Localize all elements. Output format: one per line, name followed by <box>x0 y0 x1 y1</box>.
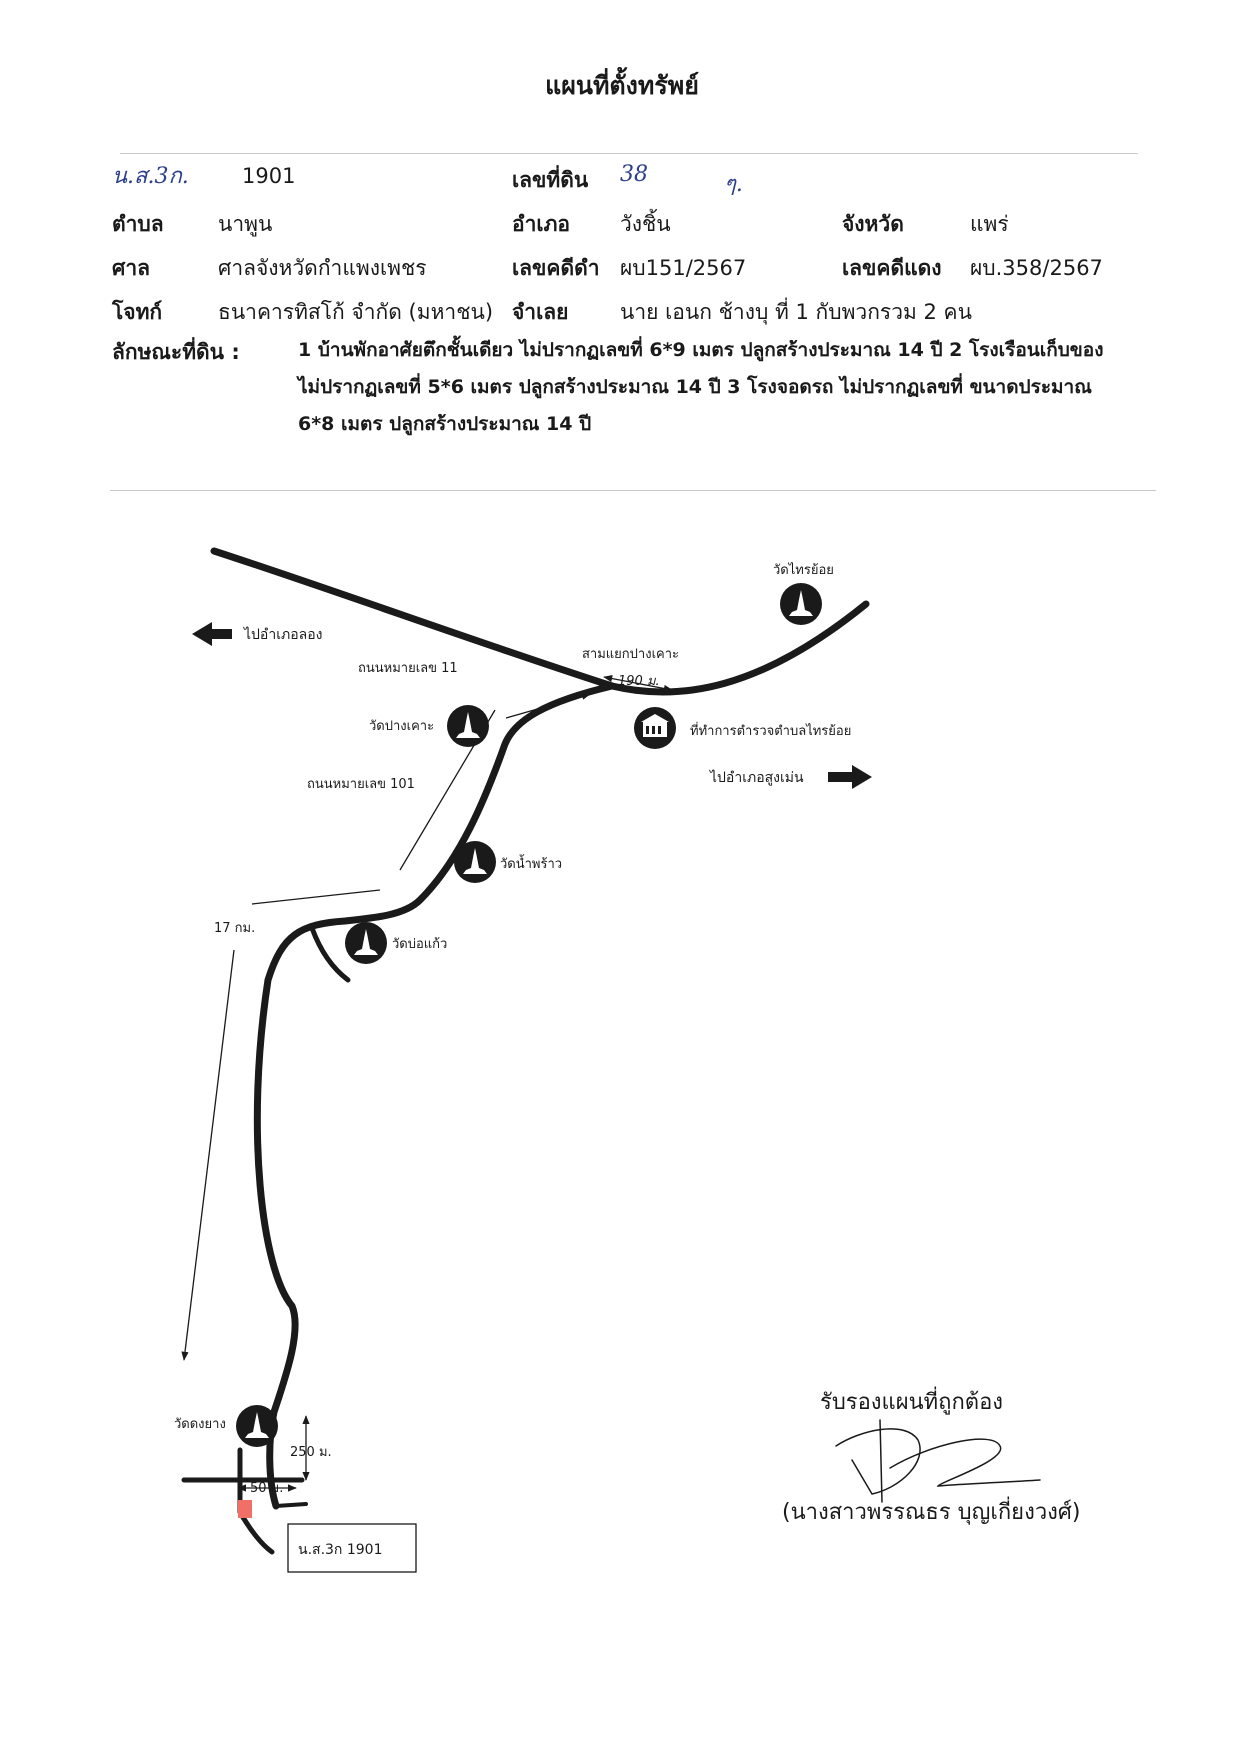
property-parcel-marker <box>238 1500 252 1518</box>
land-type-label: ลักษณะที่ดิน : <box>112 340 240 364</box>
to-sung-men-label: ไปอำเภอสูงเม่น <box>709 769 804 786</box>
police-station-label: ที่ทำการตำรวจตำบลไทรย้อย <box>690 722 851 739</box>
document-title: แผนที่ตั้งทรัพย์ <box>545 71 699 100</box>
dist-50-label: 50 ม. <box>250 1481 283 1496</box>
wat-dong-yang-label: วัดดงยาง <box>174 1417 226 1432</box>
lane-right <box>274 1502 308 1508</box>
junction-label: สามแยกปางเคาะ <box>582 647 679 662</box>
police-station-icon <box>634 707 676 749</box>
guide-17km-arrow <box>181 949 235 1361</box>
court-value: ศาลจังหวัดกำแพงเพชร <box>218 256 427 280</box>
wat-nam-phrao-label: วัดน้ำพร้าว <box>500 854 562 872</box>
plaintiff-value: ธนาคารทิสโก้ จำกัด (มหาชน) <box>218 300 494 324</box>
to-long-label: ไปอำเภอลอง <box>243 626 322 643</box>
black-case-label: เลขคดีดำ <box>512 256 600 280</box>
deed-handwritten: น.ส.3ก. <box>112 164 189 189</box>
wat-bo-kaeo-temple-icon <box>345 922 387 964</box>
parcel-label: น.ส.3ก 1901 <box>298 1542 382 1558</box>
header-bottom-rule <box>110 490 1156 491</box>
guide-17km-top <box>251 889 381 905</box>
wat-dong-yang-temple-icon <box>236 1405 278 1447</box>
deed-number: 1901 <box>242 164 296 188</box>
court-label: ศาล <box>112 256 150 280</box>
road-101-label: ถนนหมายเลข 101 <box>307 777 415 792</box>
side-road-bo-kaeo <box>309 925 351 983</box>
province-label: จังหวัด <box>842 212 904 236</box>
dim-190 <box>603 674 673 693</box>
tambon-label: ตำบล <box>112 212 164 236</box>
wat-pang-khao-label: วัดปางเคาะ <box>369 719 434 734</box>
arrow-right-icon <box>828 765 872 789</box>
tambon-value: นาพูน <box>218 212 273 236</box>
arrow-left-icon <box>192 622 232 646</box>
signature-mark <box>835 1419 1041 1503</box>
wat-sai-yoi-label: วัดไทรย้อย <box>773 562 834 578</box>
certifier-name: (นางสาวพรรณธร บุญเกี่ยงวงศ์) <box>782 1500 1081 1525</box>
certification-label: รับรองแผนที่ถูกต้อง <box>820 1390 1004 1415</box>
wat-pang-khao-temple-icon <box>447 705 489 747</box>
red-case-value: ผบ.358/2567 <box>970 256 1103 280</box>
defendant-value: นาย เอนก ช้างบุ ที่ 1 กับพวกรวม 2 คน <box>620 300 972 324</box>
parcel-label-box <box>287 1523 417 1573</box>
amphoe-value: วังชิ้น <box>620 212 671 236</box>
amphoe-label: อำเภอ <box>512 212 571 236</box>
dist-17km-label: 17 กม. <box>214 921 255 936</box>
wat-nam-phrao-temple-icon <box>454 841 496 883</box>
land-type-description: 1 บ้านพักอาศัยตึกชั้นเดียว ไม่ปรากฏเลขที… <box>298 339 1104 435</box>
guide-arrow-to-junction <box>505 692 591 719</box>
land-no-label: เลขที่ดิน <box>512 168 589 192</box>
land-no-value: 38 <box>620 162 648 187</box>
dist-190-label: 190 ม. <box>618 674 660 689</box>
road-11-label: ถนนหมายเลข 11 <box>358 661 458 676</box>
plaintiff-label: โจทก์ <box>112 300 163 324</box>
road-101 <box>253 682 616 1510</box>
road-11 <box>210 547 870 696</box>
red-case-label: เลขคดีแดง <box>842 256 942 280</box>
black-case-value: ผบ151/2567 <box>620 256 747 280</box>
handwritten-mark: ๆ. <box>724 172 743 197</box>
dist-250-label: 250 ม. <box>290 1445 332 1460</box>
province-value: แพร่ <box>970 212 1009 236</box>
defendant-label: จำเลย <box>512 300 569 324</box>
header-top-rule <box>120 153 1138 154</box>
wat-bo-kaeo-label: วัดบ่อแก้ว <box>392 937 447 952</box>
wat-sai-yoi-temple-icon <box>780 583 822 625</box>
